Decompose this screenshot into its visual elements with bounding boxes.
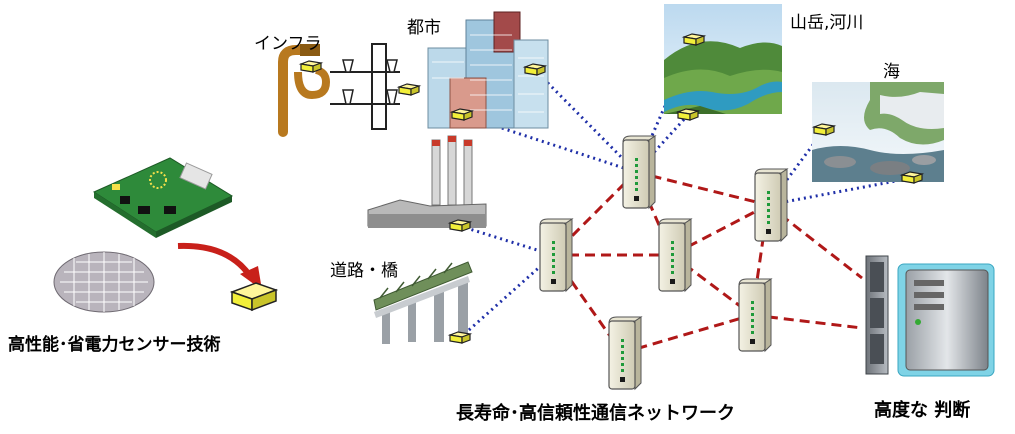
wireless-link (767, 176, 913, 207)
network-node-icon (608, 316, 643, 391)
label-road-bridge: 道路・橋 (330, 261, 398, 281)
network-node-icon (539, 218, 574, 293)
label-sea: 海 (883, 62, 900, 82)
bridge-illustration (373, 261, 473, 344)
label-sensor-tech: 高性能･省電力センサー技術 (8, 335, 221, 355)
building (449, 77, 487, 129)
sensor-icon (449, 108, 475, 121)
sensor-large-icon (229, 282, 279, 312)
sensor-icon (447, 219, 473, 232)
sensor-icon (899, 171, 925, 184)
sensor-icon (811, 123, 837, 136)
sensor-icon (675, 108, 701, 121)
utility-pole-icon (330, 43, 400, 130)
label-mountain-river: 山岳,河川 (790, 13, 864, 33)
building (513, 39, 549, 129)
network-node-icon (658, 218, 693, 293)
sensors (298, 33, 925, 344)
sea-illustration (812, 82, 944, 182)
network-node-icon (754, 168, 789, 243)
network-nodes (539, 135, 789, 391)
sensor-technology-illustration (53, 157, 279, 313)
sensor-icon (681, 33, 707, 46)
backbone-links (551, 170, 863, 355)
server-illustration (865, 255, 995, 377)
backbone-link (621, 313, 753, 355)
label-city: 都市 (407, 18, 441, 38)
wireless-link (459, 224, 554, 257)
circuit-board-icon (92, 157, 234, 238)
infrastructure-illustration (278, 43, 400, 137)
city-illustration (427, 11, 549, 129)
network-node-icon (738, 278, 773, 353)
wireless-link (533, 68, 638, 174)
wireless-link (459, 253, 554, 340)
sensor-icon (396, 83, 422, 96)
label-network: 長寿命･高信頼性通信ネットワーク (456, 403, 735, 424)
pipe-icon (278, 44, 331, 137)
arrow-icon (177, 242, 253, 278)
backbone-link (671, 203, 769, 257)
sensor-icon (298, 60, 324, 73)
network-node-icon (622, 135, 657, 210)
label-judgment: 高度な 判断 (874, 400, 971, 421)
wireless-link (634, 113, 690, 174)
factory-illustration (367, 135, 487, 228)
wafer-icon (53, 251, 155, 313)
sensor-icon (522, 63, 548, 76)
mountain-river-illustration (664, 4, 782, 114)
sensor-icon (447, 331, 473, 344)
backbone-link (635, 170, 769, 207)
label-infra: インフラ (254, 34, 322, 54)
